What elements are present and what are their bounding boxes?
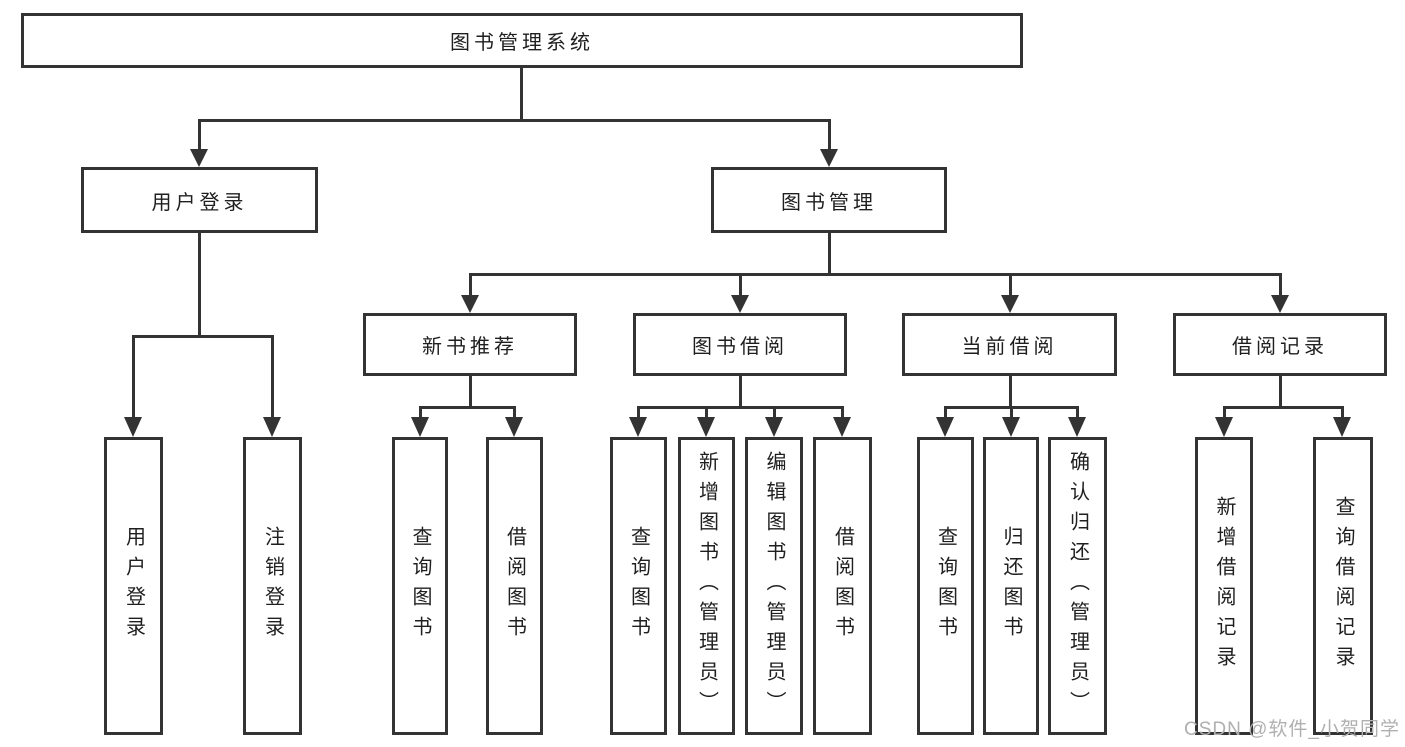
arrow-down-icon <box>263 417 281 437</box>
connector-to-leaf <box>419 406 422 419</box>
leaf-add-books-admin: 新增图书（管理员） <box>678 437 735 735</box>
arrow-down-icon <box>411 417 429 437</box>
node-book-management: 图书管理 <box>711 167 947 233</box>
connector-group-rail <box>1223 406 1344 409</box>
connector-mgmt-stem <box>828 233 831 276</box>
leaf-add-borrow-record: 新增借阅记录 <box>1195 437 1253 735</box>
arrow-down-icon <box>124 417 142 437</box>
arrow-down-icon <box>505 417 523 437</box>
connector-group-rail <box>419 406 516 409</box>
connector-to-leaf <box>1010 406 1013 419</box>
arrow-down-icon <box>765 417 783 437</box>
leaf-borrow-books-borrowing: 借阅图书 <box>813 437 872 735</box>
connector-to-leaf <box>1341 406 1344 419</box>
arrow-down-icon <box>833 417 851 437</box>
leaf-query-books-borrowing: 查询图书 <box>610 437 667 735</box>
connector-level3-rail <box>469 273 1281 276</box>
watermark: CSDN @软件_小贺同学 <box>1184 719 1400 740</box>
connector-to-leaf <box>841 406 844 419</box>
connector-to-leaf <box>132 335 135 419</box>
connector-to-user-login <box>198 119 201 151</box>
arrow-down-icon <box>1333 417 1351 437</box>
connector-to-leaf <box>705 406 708 419</box>
arrow-down-icon <box>1068 417 1086 437</box>
leaf-query-borrow-record: 查询借阅记录 <box>1313 437 1373 735</box>
arrow-down-icon <box>1002 417 1020 437</box>
arrow-down-icon <box>1215 417 1233 437</box>
arrow-down-icon <box>697 417 715 437</box>
connector-root-stem <box>520 68 523 121</box>
arrow-down-icon <box>731 295 749 313</box>
leaf-query-books-recommend: 查询图书 <box>392 437 448 735</box>
connector-level2-rail <box>198 119 830 122</box>
connector-to-leaf <box>773 406 776 419</box>
arrow-down-icon <box>629 417 647 437</box>
connector-to-group <box>1279 273 1282 296</box>
connector-to-leaf <box>1223 406 1226 419</box>
node-borrowing-records: 借阅记录 <box>1173 313 1387 376</box>
connector-to-group <box>1009 273 1012 296</box>
node-current-borrowing: 当前借阅 <box>902 313 1117 376</box>
arrow-down-icon <box>1001 295 1019 313</box>
node-new-book-recommendation: 新书推荐 <box>363 313 577 376</box>
arrow-down-icon <box>190 149 208 167</box>
leaf-logout: 注销登录 <box>243 437 302 735</box>
arrow-down-icon <box>936 417 954 437</box>
arrow-down-icon <box>820 149 838 167</box>
connector-group-stem <box>1009 376 1012 408</box>
connector-to-leaf <box>513 406 516 419</box>
connector-group-stem <box>739 376 742 408</box>
connector-to-leaf <box>944 406 947 419</box>
connector-group-stem <box>1279 376 1282 408</box>
connector-to-leaf <box>637 406 640 419</box>
connector-to-group <box>739 273 742 296</box>
arrow-down-icon <box>1271 295 1289 313</box>
leaf-confirm-return-admin: 确认归还（管理员） <box>1048 437 1107 735</box>
connector-to-group <box>469 273 472 296</box>
node-user-login: 用户登录 <box>81 167 318 233</box>
connector-group-rail <box>637 406 844 409</box>
connector-to-leaf <box>1076 406 1079 419</box>
leaf-user-login: 用户登录 <box>104 437 163 735</box>
node-library-management-system: 图书管理系统 <box>21 13 1023 68</box>
leaf-borrow-books-recommend: 借阅图书 <box>486 437 543 735</box>
connector-to-leaf <box>271 335 274 419</box>
arrow-down-icon <box>461 295 479 313</box>
node-book-borrowing: 图书借阅 <box>633 313 847 376</box>
connector-to-book-management <box>828 119 831 151</box>
connector-login-rail <box>132 335 274 338</box>
connector-group-stem <box>469 376 472 408</box>
connector-login-stem <box>198 233 201 337</box>
leaf-edit-books-admin: 编辑图书（管理员） <box>745 437 803 735</box>
leaf-query-books-current: 查询图书 <box>917 437 974 735</box>
leaf-return-books: 归还图书 <box>983 437 1039 735</box>
